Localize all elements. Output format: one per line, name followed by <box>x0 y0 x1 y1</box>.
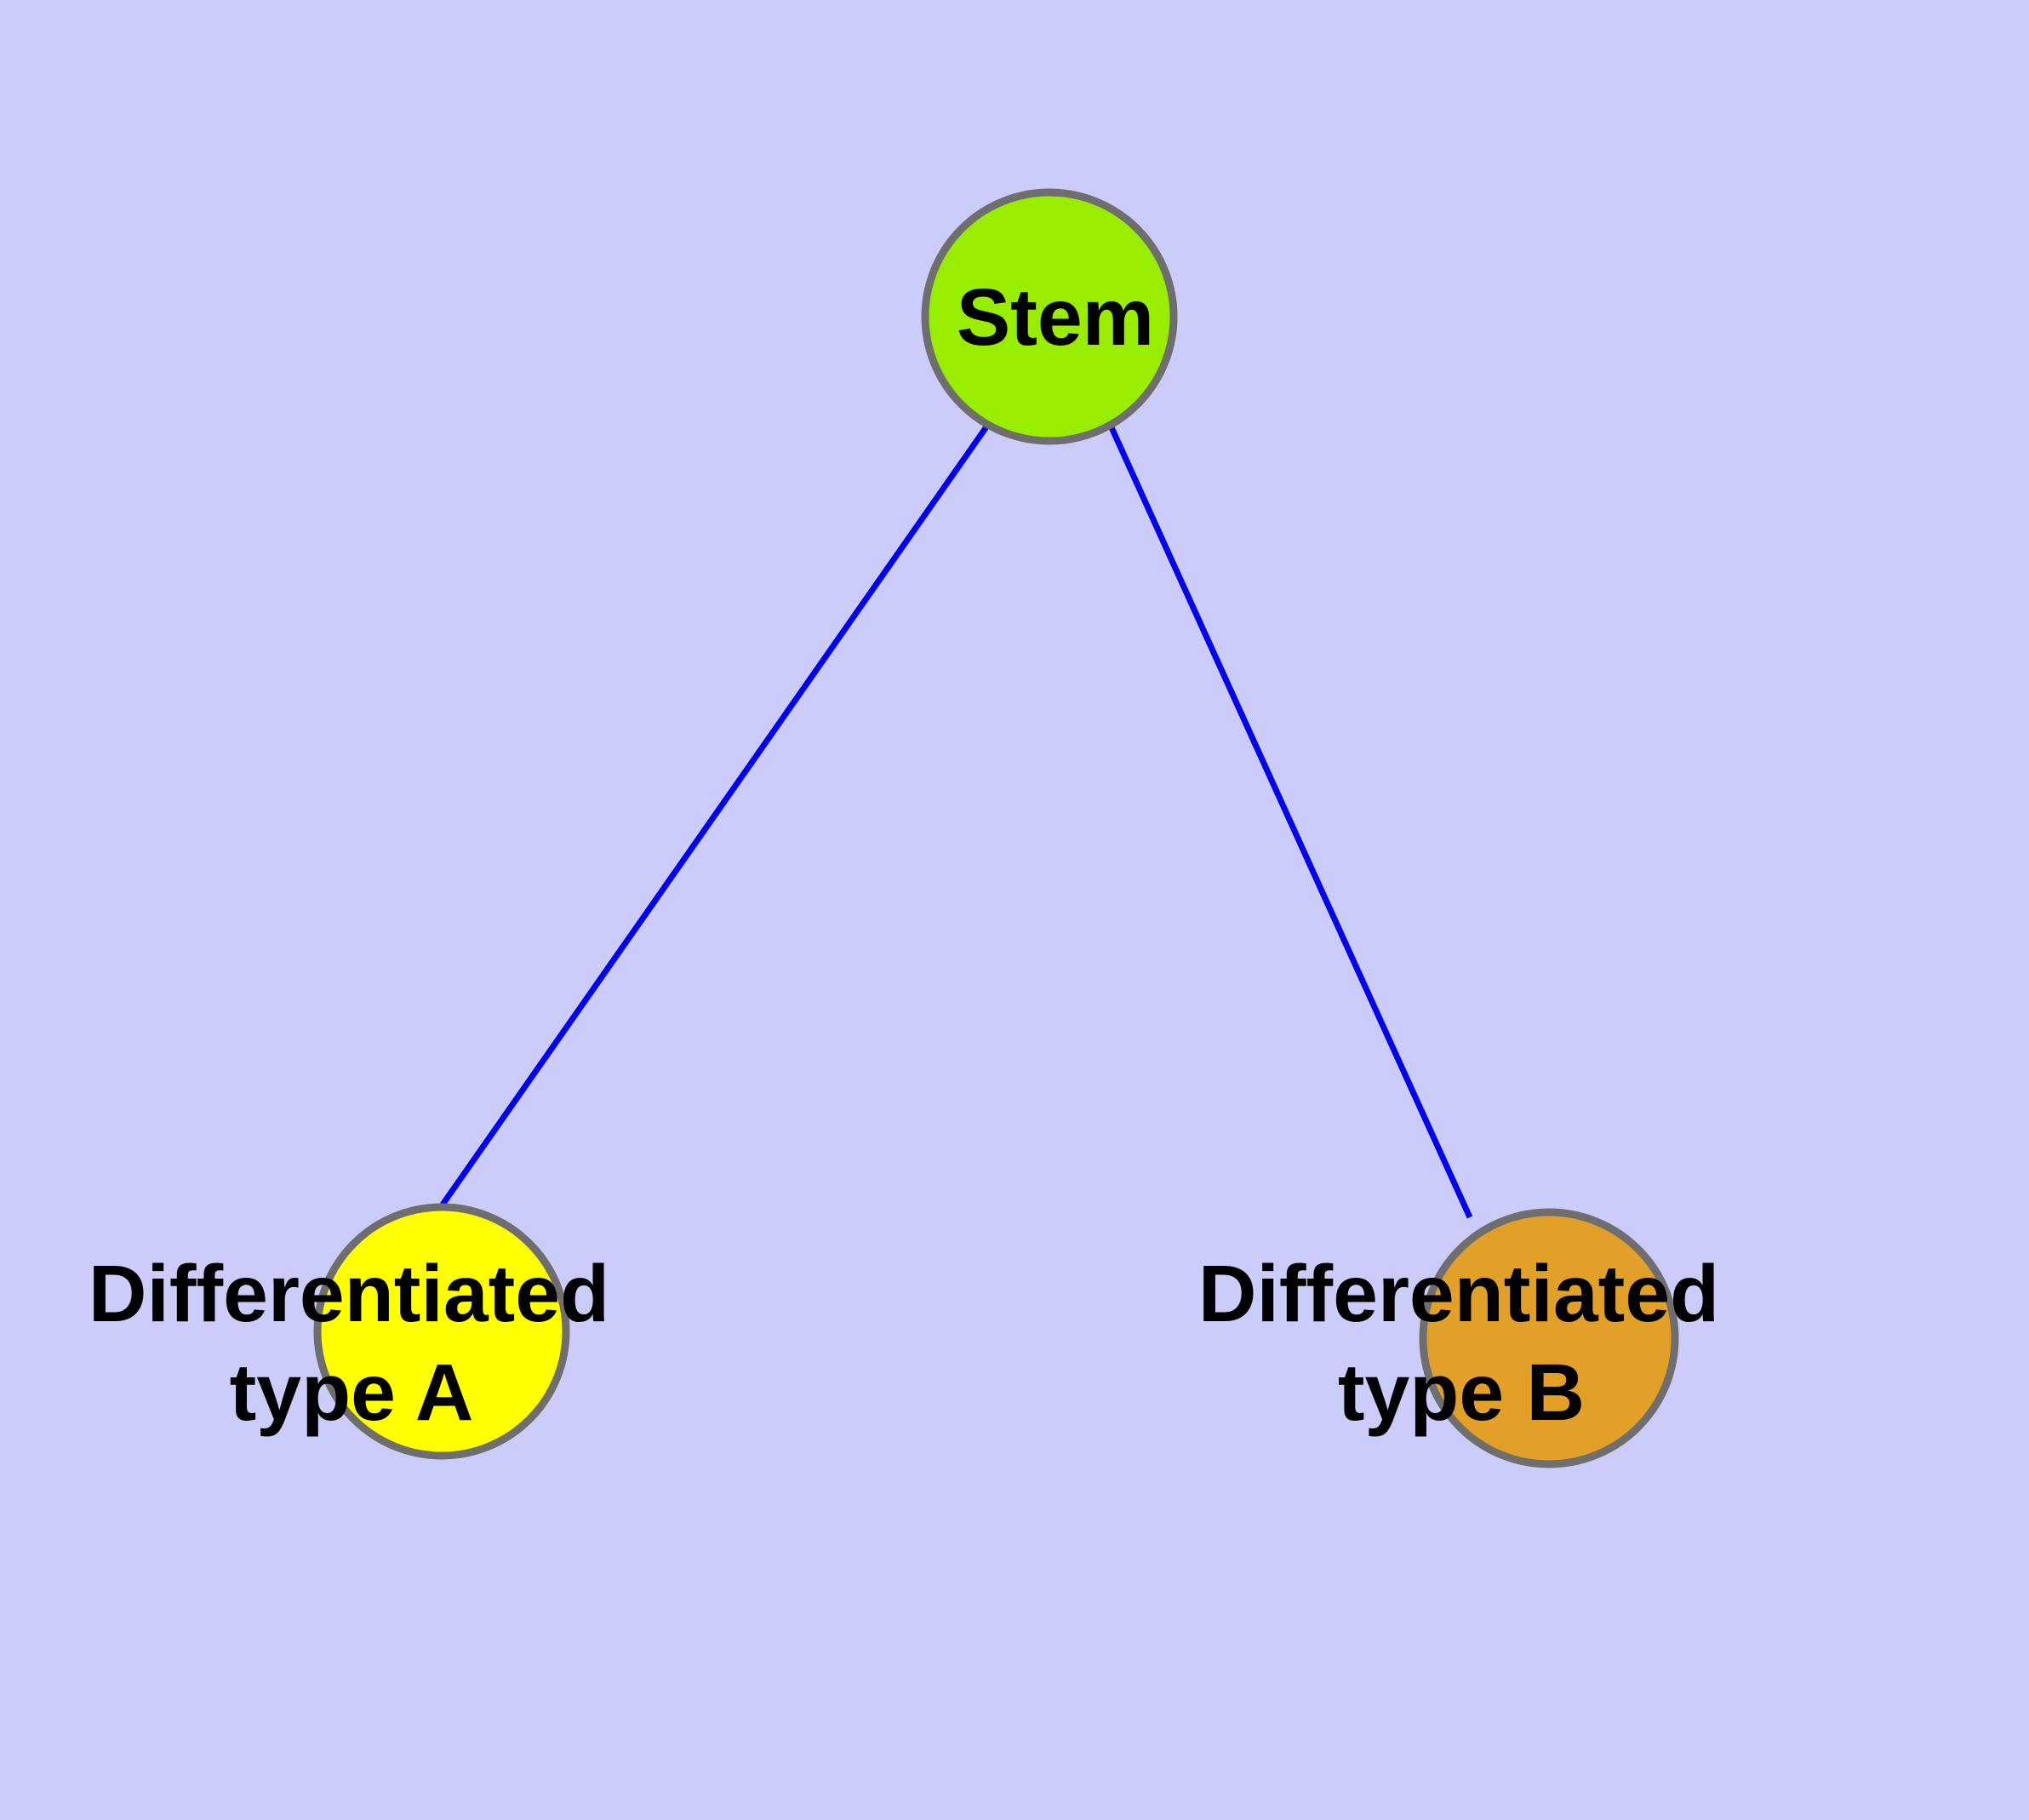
node-differentiated-type-a[interactable] <box>313 1203 570 1460</box>
node-stem[interactable] <box>921 188 1178 445</box>
node-label-differentiated-type-b-line2: type B <box>1338 1348 1585 1438</box>
node-circle-differentiated-type-a[interactable] <box>313 1203 570 1460</box>
node-circle-stem[interactable] <box>921 188 1178 445</box>
node-label-differentiated-type-b-line1: Differentiated <box>1198 1249 1719 1339</box>
node-label-differentiated-type-a-line2: type A <box>230 1348 474 1438</box>
nodes-layer <box>313 188 1679 1468</box>
node-labels-layer: Stem Differentiated type A Differentiate… <box>89 272 1719 1438</box>
node-differentiated-type-b[interactable] <box>1419 1208 1679 1468</box>
node-label-stem-line1: Stem <box>957 272 1154 363</box>
edge-stem-to-differentiated-type-b <box>1107 424 1473 1219</box>
edges-layer <box>440 423 1473 1219</box>
node-circle-differentiated-type-b[interactable] <box>1419 1208 1679 1468</box>
edge-stem-to-differentiated-type-a <box>440 423 990 1207</box>
node-label-differentiated-type-a-line1: Differentiated <box>89 1249 609 1339</box>
